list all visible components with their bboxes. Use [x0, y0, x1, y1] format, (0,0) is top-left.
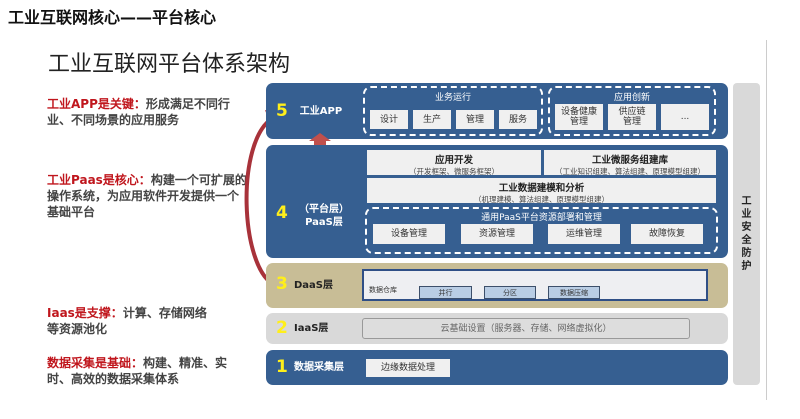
module-box: ...	[661, 104, 709, 130]
box-sub: （开发框架、微服务框架）	[409, 167, 499, 176]
group-business: 业务运行 设计 生产 管理 服务	[363, 86, 543, 136]
note-app: 工业APP是关键：形成满足不同行业、不同场景的应用服务	[47, 96, 247, 128]
note-text: 形成满足不同行业、不同场景的应用服务	[47, 97, 230, 127]
note-text: 构建、精准、实时、高效的数据采集体系	[47, 356, 228, 386]
module-box: 管理	[456, 110, 494, 129]
cloud-infra-box: 云基础设置（服务器、存储、网络虚拟化）	[362, 318, 690, 339]
module-box: 故障恢复	[631, 224, 703, 244]
app-dev-box: 应用开发（开发框架、微服务框架）	[367, 150, 541, 176]
page-title: 工业互联网核心——平台核心	[8, 8, 217, 27]
group-innovation: 应用创新 设备健康管理 供应链管理 ...	[548, 86, 716, 136]
layer-number: 5	[276, 101, 288, 121]
module-box: 设备健康管理	[555, 104, 603, 130]
layer-4-paas: 4 （平台层） PaaS层 应用开发（开发框架、微服务框架） 工业微服务组建库（工…	[266, 145, 728, 258]
layer-name: 工业APP	[299, 106, 343, 117]
layer-name-line: （平台层）	[299, 204, 349, 215]
note-text: 构建一个可扩展的操作系统，为应用软件开发提供一个基础平台	[47, 173, 247, 219]
note-iaas: Iaas是支撑：计算、存储网络等资源池化	[47, 305, 207, 337]
module-chip: 数据压缩	[548, 286, 600, 299]
layer-5-app: 5 工业APP 业务运行 设计 生产 管理 服务 应用创新 设备健康管理 供应链…	[266, 83, 728, 139]
module-box: 生产	[413, 110, 451, 129]
note-key: Iaas是支撑：	[47, 306, 123, 320]
note-key: 数据采集是基础：	[47, 356, 144, 370]
module-box: 服务	[499, 110, 537, 129]
note-text: 计算、存储网络等资源池化	[47, 306, 207, 336]
warehouse-label: 数据仓库	[369, 286, 397, 294]
box-title: 应用开发	[434, 155, 473, 166]
data-warehouse-box: 数据仓库 并行 分区 数据压缩	[362, 269, 708, 301]
group-title: 通用PaaS平台资源部署和管理	[481, 213, 602, 223]
security-bar: 工业安全防护	[733, 83, 760, 385]
note-key: 工业Paas是核心：	[47, 173, 151, 187]
layer-name: （平台层） PaaS层	[294, 203, 354, 229]
layer-name: IaaS层	[294, 323, 329, 334]
module-box: 资源管理	[461, 224, 533, 244]
divider	[766, 40, 767, 400]
layer-name: 数据采集层	[294, 362, 344, 373]
box-sub: （工业知识组建、算法组建、原理模型组建）	[555, 167, 705, 176]
module-box: 供应链管理	[608, 104, 656, 130]
layer-2-iaas: 2 IaaS层 云基础设置（服务器、存储、网络虚拟化）	[266, 313, 728, 344]
edge-processing-box: 边缘数据处理	[366, 359, 450, 377]
layer-1-data-collection: 1 数据采集层 边缘数据处理	[266, 350, 728, 385]
module-box: 设计	[370, 110, 408, 129]
diagram-title: 工业互联网平台体系架构	[48, 52, 291, 77]
note-data: 数据采集是基础：构建、精准、实时、高效的数据采集体系	[47, 355, 242, 387]
security-label: 工业安全防护	[741, 196, 752, 272]
module-box: 运维管理	[548, 224, 620, 244]
microservice-box: 工业微服务组建库（工业知识组建、算法组建、原理模型组建）	[544, 150, 716, 176]
module-box: 设备管理	[373, 224, 445, 244]
group-title: 业务运行	[434, 93, 471, 103]
module-chip: 分区	[484, 286, 536, 299]
module-chip: 并行	[419, 286, 472, 299]
layer-number: 4	[276, 203, 288, 223]
modeling-box: 工业数据建模和分析（机理建模、算法组建、原理模型组建）	[367, 178, 716, 204]
layer-name-line: PaaS层	[305, 217, 343, 228]
box-title: 工业微服务组建库	[591, 155, 668, 166]
layer-name: DaaS层	[294, 280, 333, 291]
note-key: 工业APP是关键：	[47, 97, 146, 111]
group-common-paas: 通用PaaS平台资源部署和管理 设备管理 资源管理 运维管理 故障恢复	[365, 207, 718, 254]
box-title: 工业数据建模和分析	[498, 183, 585, 194]
layer-number: 3	[276, 274, 288, 294]
layer-number: 1	[276, 357, 288, 377]
note-paas: 工业Paas是核心：构建一个可扩展的操作系统，为应用软件开发提供一个基础平台	[47, 172, 247, 220]
layer-number: 2	[276, 318, 288, 338]
box-sub: （机理建模、算法组建、原理模型组建）	[474, 195, 609, 204]
layer-3-daas: 3 DaaS层 数据仓库 并行 分区 数据压缩	[266, 263, 728, 308]
group-title: 应用创新	[613, 93, 650, 103]
